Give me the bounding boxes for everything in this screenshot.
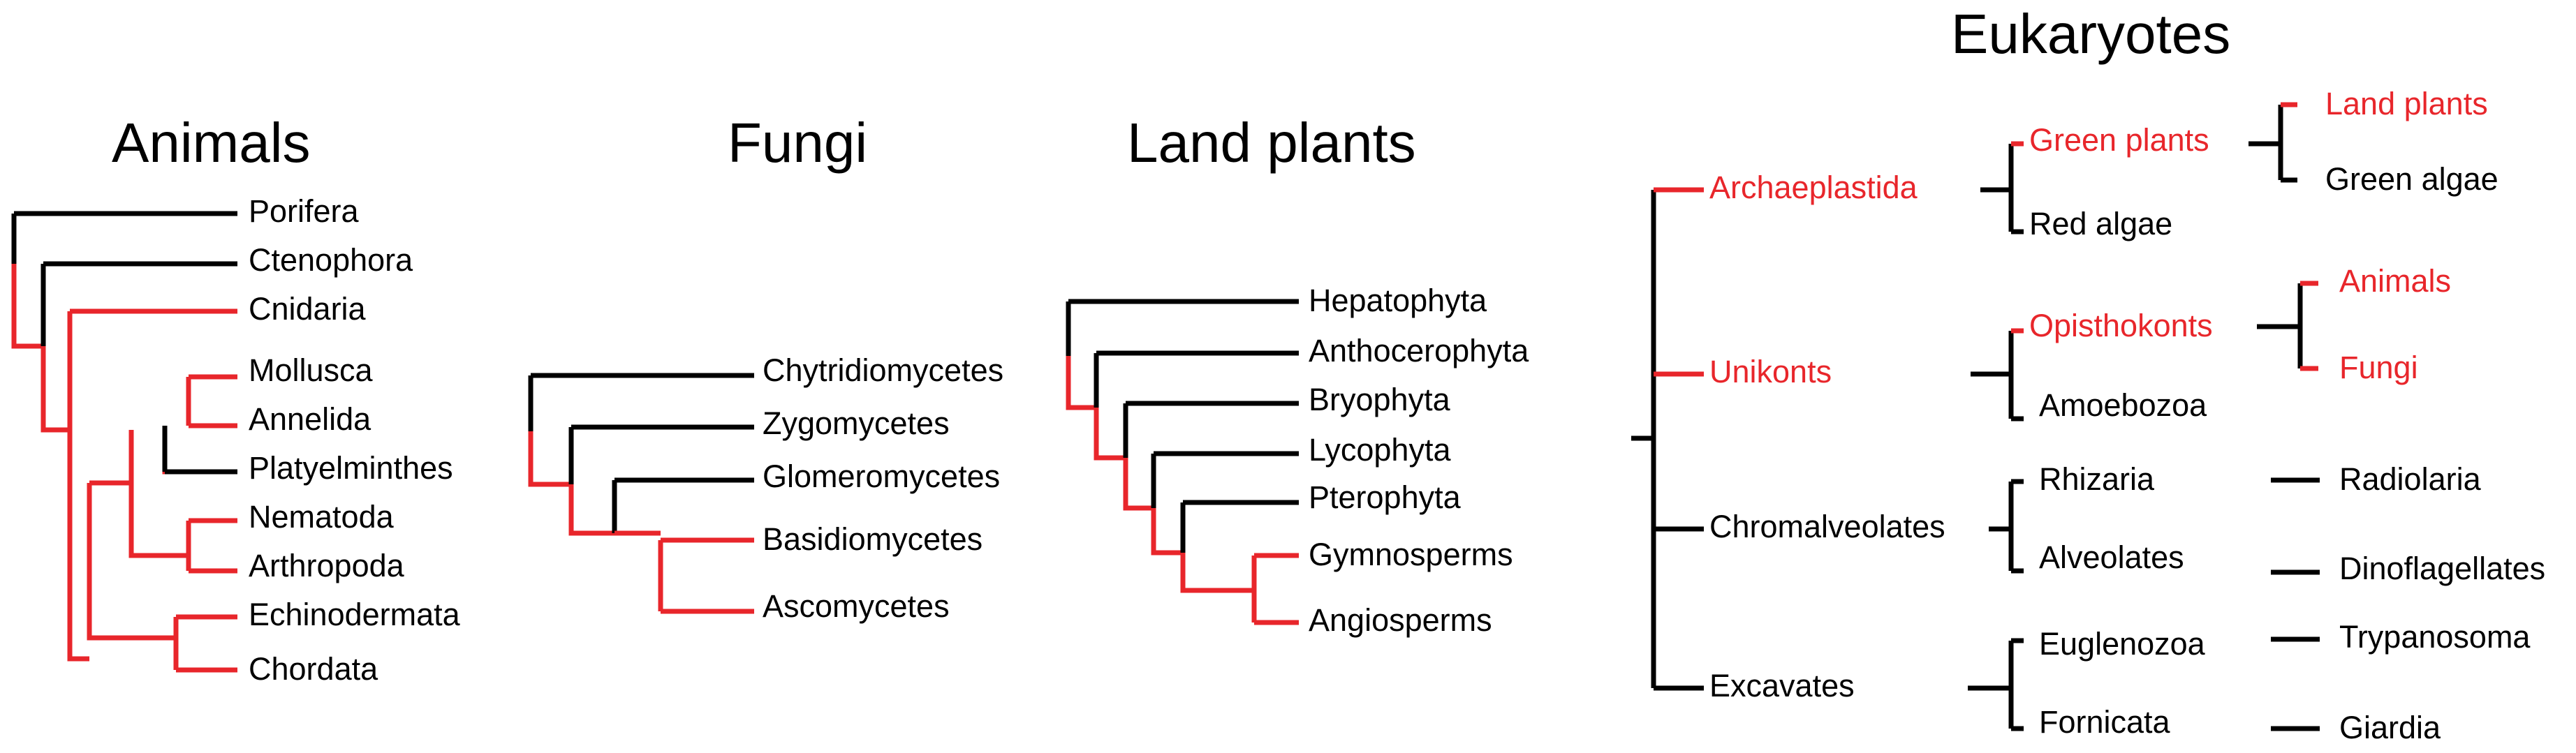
fungi-taxon-basidiomycetes: Basidiomycetes bbox=[763, 521, 982, 557]
animals-title: Animals bbox=[112, 112, 311, 174]
land-plants-taxon-lycophyta: Lycophyta bbox=[1309, 432, 1451, 468]
eukaryotes-group-euglenozoa: Euglenozoa bbox=[2039, 626, 2206, 662]
fungi-taxon-glomeromycetes: Glomeromycetes bbox=[763, 458, 1000, 494]
animals-taxon-porifera: Porifera bbox=[249, 193, 360, 229]
animals-tree: Animals Porifera bbox=[11, 112, 461, 687]
land-plants-taxon-pterophyta: Pterophyta bbox=[1309, 479, 1462, 515]
animals-taxon-platyelminthes: Platyelminthes bbox=[249, 450, 453, 486]
eukaryotes-subgroup-trypanosoma: Trypanosoma bbox=[2339, 619, 2531, 655]
land-plants-taxon-hepatophyta: Hepatophyta bbox=[1309, 283, 1487, 318]
eukaryotes-group-alveolates: Alveolates bbox=[2039, 539, 2184, 575]
land-plants-tree: Land plants Hepatophyta Anthocerophyta B… bbox=[1066, 112, 1529, 638]
animals-taxon-cnidaria: Cnidaria bbox=[249, 291, 367, 327]
eukaryotes-title: Eukaryotes bbox=[1951, 3, 2230, 65]
animals-taxon-annelida: Annelida bbox=[249, 401, 371, 437]
eukaryotes-supergroup-excavates: Excavates bbox=[1709, 668, 1855, 703]
eukaryotes-subgroup-green-algae: Green algae bbox=[2325, 161, 2498, 197]
land-plants-taxon-angiosperms: Angiosperms bbox=[1309, 602, 1492, 638]
eukaryotes-subgroup-animals: Animals bbox=[2339, 263, 2451, 299]
animals-taxon-echinodermata: Echinodermata bbox=[249, 597, 461, 632]
animals-taxon-ctenophora: Ctenophora bbox=[249, 242, 413, 278]
land-plants-taxon-bryophyta: Bryophyta bbox=[1309, 382, 1451, 417]
animals-taxon-chordata: Chordata bbox=[249, 651, 378, 687]
eukaryotes-tree: Eukaryotes bbox=[1631, 3, 2545, 745]
land-plants-branches bbox=[1066, 299, 1299, 625]
animals-taxon-arthropoda: Arthropoda bbox=[249, 548, 405, 583]
eukaryotes-group-green-plants: Green plants bbox=[2029, 122, 2209, 158]
eukaryotes-group-red-algae: Red algae bbox=[2029, 206, 2172, 241]
fungi-title: Fungi bbox=[728, 112, 867, 174]
eukaryotes-group-fornicata: Fornicata bbox=[2039, 704, 2171, 740]
eukaryotes-subgroup-dinoflagellates: Dinoflagellates bbox=[2339, 551, 2545, 586]
eukaryotes-subgroup-radiolaria: Radiolaria bbox=[2339, 461, 2482, 497]
eukaryotes-group-amoebozoa: Amoebozoa bbox=[2039, 387, 2207, 423]
eukaryotes-group-opisthokonts: Opisthokonts bbox=[2029, 308, 2213, 343]
fungi-taxon-zygomycetes: Zygomycetes bbox=[763, 405, 950, 441]
fungi-taxon-ascomycetes: Ascomycetes bbox=[763, 588, 950, 624]
land-plants-title: Land plants bbox=[1127, 112, 1416, 174]
fungi-taxon-chytridiomycetes: Chytridiomycetes bbox=[763, 352, 1003, 388]
eukaryotes-subgroup-fungi: Fungi bbox=[2339, 350, 2418, 385]
fungi-branches bbox=[528, 373, 754, 614]
land-plants-taxon-anthocerophyta: Anthocerophyta bbox=[1309, 333, 1529, 368]
eukaryotes-supergroup-unikonts: Unikonts bbox=[1709, 354, 1832, 389]
eukaryotes-group-rhizaria: Rhizaria bbox=[2039, 461, 2155, 497]
eukaryotes-branches bbox=[1631, 102, 2320, 731]
fungi-tree: Fungi Chytridiomycetes Zygomycetes Glome… bbox=[528, 112, 1003, 624]
eukaryotes-subgroup-giardia: Giardia bbox=[2339, 710, 2441, 745]
eukaryotes-supergroup-archaeplastida: Archaeplastida bbox=[1709, 170, 1918, 205]
eukaryotes-subgroup-land-plants: Land plants bbox=[2325, 86, 2488, 121]
eukaryotes-supergroup-chromalveolates: Chromalveolates bbox=[1709, 509, 1945, 544]
land-plants-taxon-gymnosperms: Gymnosperms bbox=[1309, 537, 1513, 572]
animals-taxon-nematoda: Nematoda bbox=[249, 499, 395, 535]
animals-taxon-mollusca: Mollusca bbox=[249, 352, 374, 388]
animals-branches bbox=[11, 211, 237, 673]
